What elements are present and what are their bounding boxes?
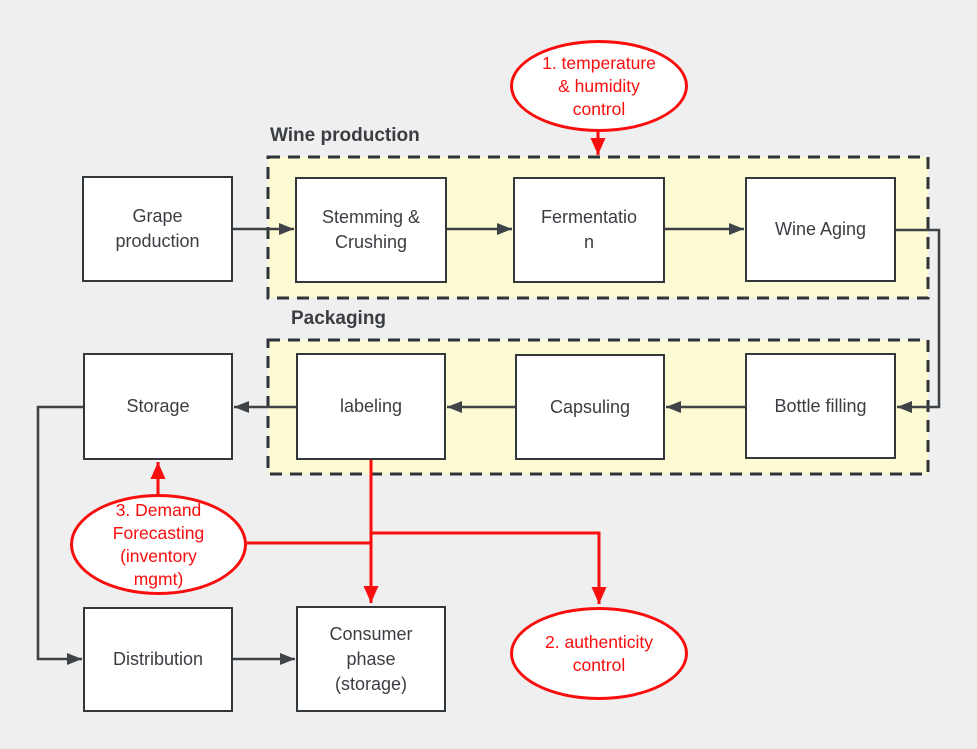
annotation-label-demand-forecasting: 3. Demand Forecasting (inventory mgmt) [112, 499, 205, 589]
group-label-wine-production: Wine production [270, 125, 420, 146]
node-fermentation: Fermentatio n [513, 177, 665, 283]
annotation-authenticity-control: 2. authenticity control [510, 607, 688, 700]
node-label-grape-production: Grape production [115, 206, 200, 251]
node-label-storage: Storage [126, 396, 190, 416]
node-labeling: labeling [296, 353, 446, 460]
node-grape-production: Grape production [82, 176, 233, 282]
node-label-distribution: Distribution [112, 649, 204, 669]
node-label-consumer-phase: Consumer phase (storage) [329, 623, 413, 694]
connector-labeling-to-authenticity [369, 460, 607, 604]
node-stemming-crushing: Stemming & Crushing [295, 177, 447, 283]
node-capsuling: Capsuling [515, 354, 665, 460]
node-bottle-filling: Bottle filling [745, 353, 896, 459]
group-label-packaging: Packaging [291, 308, 387, 329]
node-label-capsuling: Capsuling [549, 396, 631, 417]
node-wine-aging: Wine Aging [745, 177, 896, 282]
annotation-label-temperature-humidity: 1. temperature & humidity control [542, 52, 656, 119]
annotation-temperature-humidity-control: 1. temperature & humidity control [510, 40, 688, 132]
node-label-fermentation: Fermentatio n [540, 207, 638, 252]
node-consumer-phase: Consumer phase (storage) [296, 606, 446, 712]
annotation-label-authenticity: 2. authenticity control [545, 631, 653, 675]
connector-wineaging-to-bottlefilling [896, 228, 941, 413]
node-distribution: Distribution [83, 607, 233, 712]
node-label-wine-aging: Wine Aging [774, 219, 867, 239]
node-label-labeling: labeling [339, 396, 403, 416]
annotation-demand-forecasting: 3. Demand Forecasting (inventory mgmt) [70, 494, 247, 595]
connector-storage-to-distribution [36, 405, 83, 665]
node-label-stemming-crushing: Stemming & Crushing [321, 207, 421, 252]
node-label-bottle-filling: Bottle filling [774, 395, 867, 416]
node-storage: Storage [83, 353, 233, 460]
